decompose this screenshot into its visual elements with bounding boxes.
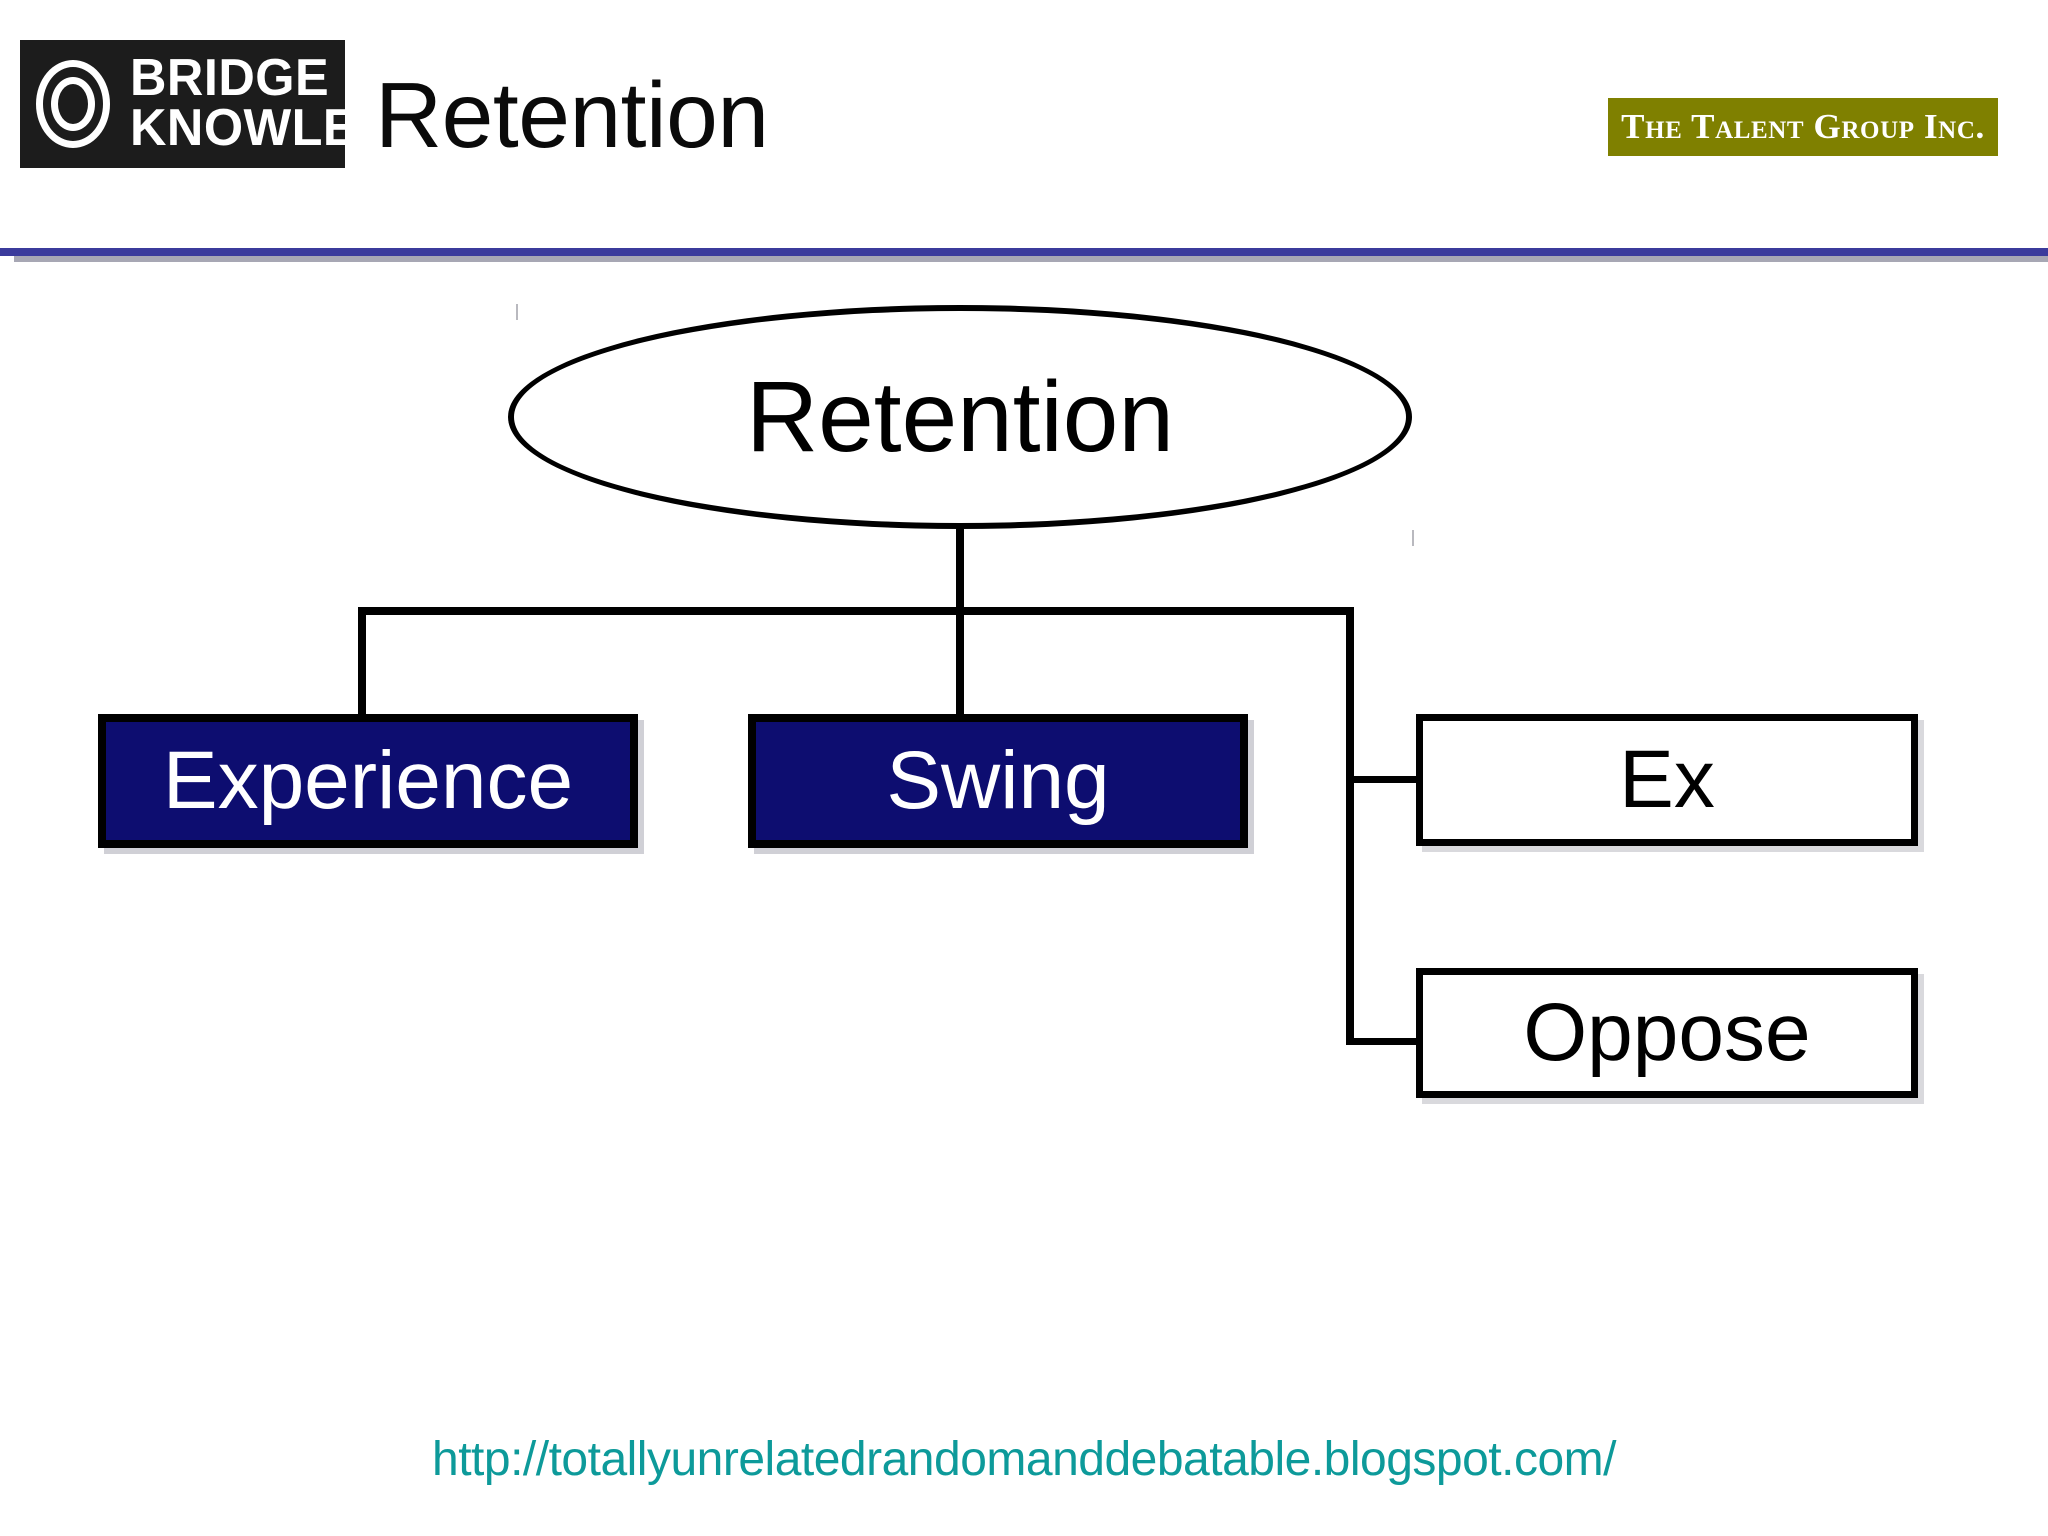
page-title: Retention [375,63,769,167]
talent-group-logo: The Talent Group Inc. [1608,98,1998,156]
connector-to-experience [358,607,366,717]
node-retention-root[interactable]: Retention [508,305,1412,529]
node-oppose-label: Oppose [1523,987,1811,1078]
artifact-speck-right [1412,530,1414,546]
slide-header: BRIDGE KNOWLE Retention The Talent Group… [0,0,2048,262]
connector-to-ex [1346,776,1422,783]
connector-to-oppose [1346,1038,1422,1045]
retention-tree-diagram: Retention Experience Swing Ex Oppose [0,252,2048,1536]
node-retention-root-label: Retention [745,361,1175,473]
artifact-speck-left [516,304,518,320]
node-experience[interactable]: Experience [98,714,638,848]
logo-inner-ring [51,77,95,131]
node-ex[interactable]: Ex [1416,714,1918,846]
node-swing-label: Swing [886,735,1110,826]
logo-word-line1: BRIDGE [130,49,330,108]
connector-right-riser [1346,607,1354,1045]
logo-word-line2: KNOWLE [130,99,358,157]
node-ex-label: Ex [1619,734,1715,825]
header-divider-shadow [14,256,2048,262]
node-experience-label: Experience [162,735,574,826]
connector-root-trunk [956,529,964,612]
logo-wordmark: BRIDGE KNOWLE [130,49,364,157]
node-oppose[interactable]: Oppose [1416,968,1918,1098]
logo-outer-ring [36,60,110,148]
header-divider [0,248,2048,256]
double-ring-logo-icon [28,56,124,152]
talent-group-logo-text: The Talent Group Inc. [1621,107,1985,146]
source-url-link[interactable]: http://totallyunrelatedrandomanddebatabl… [432,1433,1616,1486]
connector-horizontal-bus [358,607,1354,615]
node-swing[interactable]: Swing [748,714,1248,848]
bridge-knowle-logo: BRIDGE KNOWLE [20,40,357,168]
connector-to-swing [956,607,964,717]
